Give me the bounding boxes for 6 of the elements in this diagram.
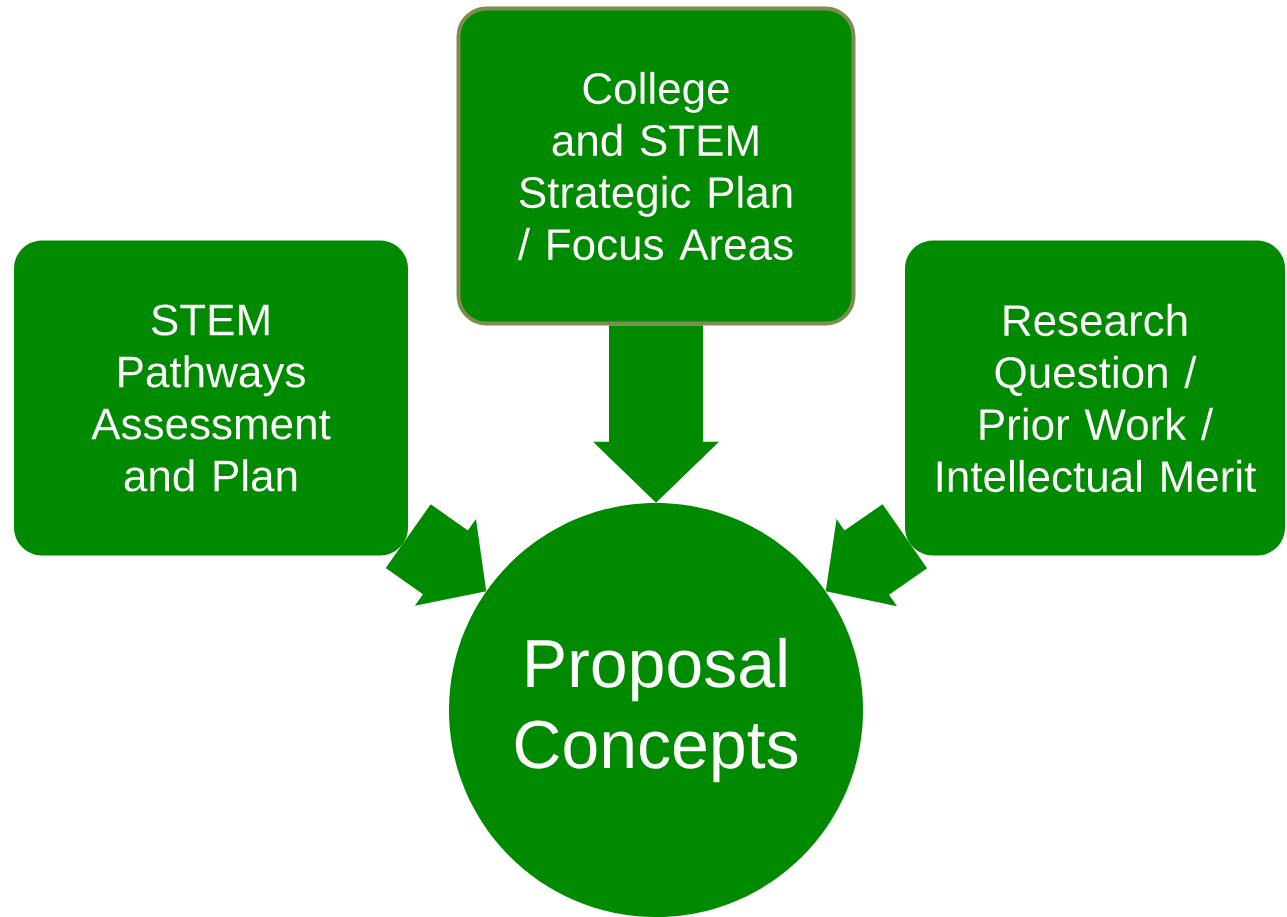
topic-box: STEM Pathways Assessment and Plan bbox=[14, 240, 408, 556]
block-arrow bbox=[385, 504, 487, 606]
topic-box: College and STEM Strategic Plan / Focus Areas bbox=[456, 6, 856, 326]
topic-box: Research Question / Prior Work / Intellectual Merit bbox=[905, 240, 1285, 556]
block-arrow bbox=[825, 504, 928, 607]
block-arrow bbox=[593, 325, 719, 503]
